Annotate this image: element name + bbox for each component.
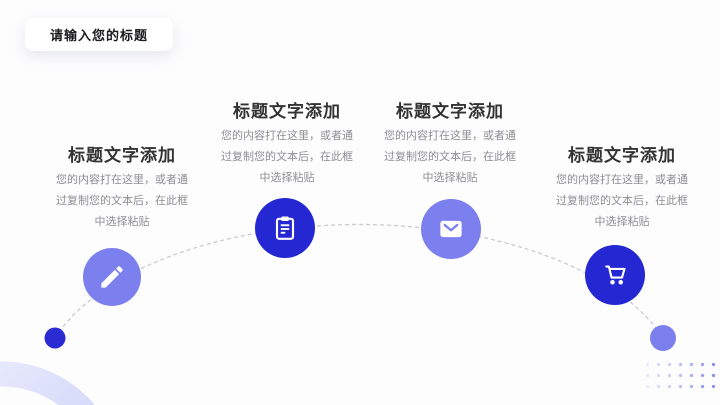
step-1-title: 标题文字添加 [68, 146, 176, 165]
step-3-title: 标题文字添加 [396, 102, 504, 121]
step-1-node [83, 248, 141, 306]
step-4-title: 标题文字添加 [568, 146, 676, 165]
arc-left-end-dot [44, 327, 66, 349]
corner-ring-shape [0, 361, 95, 405]
timeline-arc [54, 223, 664, 339]
step-4-node [585, 245, 645, 305]
step-3-node [421, 199, 481, 259]
slide-title-badge: 请输入您的标题 [25, 18, 173, 51]
step-3-body: 您的内容打在这里，或者通过复制您的文本后，在此框中选择粘贴 [384, 130, 516, 184]
clipboard-icon [270, 213, 300, 243]
dot-grid-decoration [640, 357, 718, 392]
arc-right-end-dot [650, 325, 676, 351]
envelope-icon [436, 214, 466, 244]
pencil-icon [97, 262, 127, 292]
step-4-body: 您的内容打在这里，或者通过复制您的文本后，在此框中选择粘贴 [556, 174, 688, 228]
cart-icon [600, 260, 630, 290]
step-2-node [255, 198, 315, 258]
step-2-body: 您的内容打在这里，或者通过复制您的文本后，在此框中选择粘贴 [221, 130, 353, 184]
step-2-title: 标题文字添加 [233, 102, 341, 121]
step-1-body: 您的内容打在这里，或者通过复制您的文本后，在此框中选择粘贴 [56, 174, 188, 228]
